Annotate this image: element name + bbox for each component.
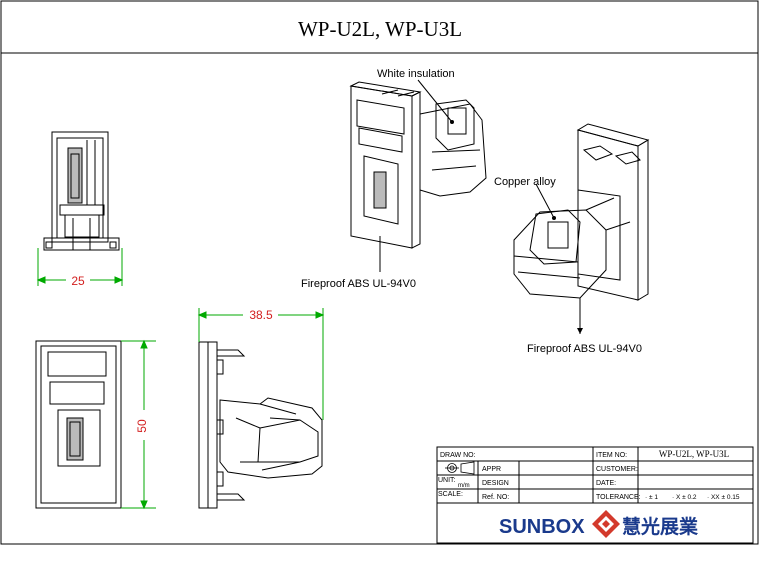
tolerance-3: · XX ± 0.15	[707, 494, 740, 501]
tolerance-2: · X ± 0.2	[672, 494, 697, 501]
isometric-view-right	[513, 123, 650, 301]
callout-fireproof-1: Fireproof ABS UL-94V0	[301, 278, 416, 290]
label-draw-no: DRAW NO:	[440, 452, 476, 459]
dimension-38-5	[197, 308, 325, 420]
dimension-50	[121, 339, 156, 510]
label-scale: SCALE:	[438, 491, 463, 498]
projection-symbol-icon	[445, 461, 475, 475]
side-view	[198, 341, 323, 509]
front-view-large	[35, 340, 122, 509]
callout-white-insulation: White insulation	[377, 68, 455, 80]
brand-name: SUNBOX	[499, 516, 585, 538]
label-tolerance: TOLERANCE:	[596, 494, 641, 501]
label-appr: APPR	[482, 466, 501, 473]
label-date: DATE:	[596, 480, 616, 487]
sunbox-logo-icon	[592, 510, 620, 538]
sheet-border	[0, 0, 759, 545]
label-customer: CUSTOMER:	[596, 466, 638, 473]
brand-chinese-name: 慧光展業	[622, 515, 699, 538]
callout-copper-alloy: Copper alloy	[494, 176, 556, 188]
dim-height-label: 50	[135, 419, 149, 433]
label-item-no: ITEM NO:	[596, 452, 627, 459]
dim-width-label: 25	[71, 274, 85, 288]
unit-value: m/m	[458, 483, 470, 489]
isometric-view-left	[349, 81, 487, 249]
item-no-value: WP-U2L, WP-U3L	[659, 449, 729, 459]
dimension-25	[36, 248, 124, 286]
leader-copper-alloy	[535, 183, 555, 219]
callout-fireproof-2: Fireproof ABS UL-94V0	[527, 343, 642, 355]
label-design: DESIGN	[482, 480, 509, 487]
label-unit: UNIT:	[438, 477, 456, 484]
label-ref-no: Ref. NO:	[482, 494, 509, 501]
tolerance-1: · ± 1	[645, 494, 658, 501]
leader-white-insulation	[417, 79, 453, 123]
front-view-top	[43, 131, 120, 251]
title-block	[436, 446, 754, 544]
dim-depth-label: 38.5	[249, 308, 273, 322]
drawing-title: WP-U2L, WP-U3L	[298, 17, 462, 41]
